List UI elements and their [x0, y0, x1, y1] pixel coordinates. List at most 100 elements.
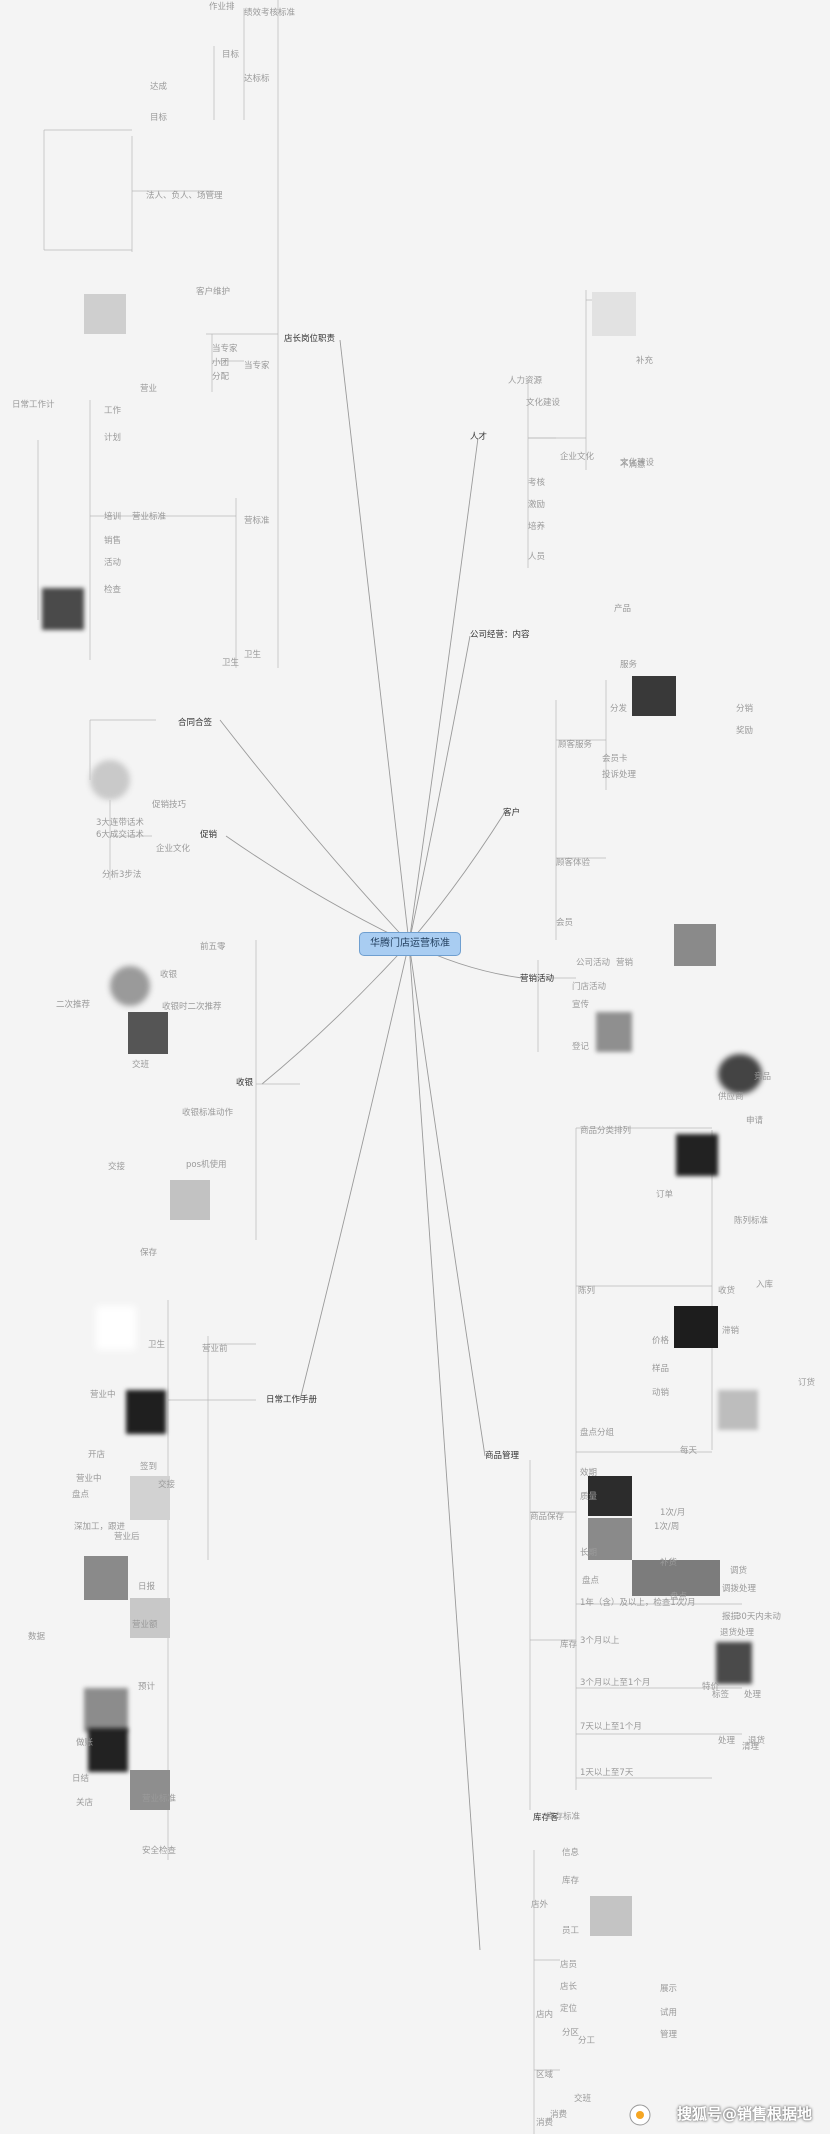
branch-marketing[interactable]: 营销活动 [520, 974, 555, 984]
branch-curve [408, 437, 479, 944]
node-label: 门店活动 [572, 982, 607, 992]
node-label: 1天以上至7天 [580, 1768, 634, 1778]
node-label: 开店 [88, 1450, 106, 1460]
node-label: 报损 [722, 1612, 740, 1622]
node-label: 定位 [560, 2004, 578, 2014]
blur-block [128, 1012, 168, 1054]
node-label: 信息 [562, 1848, 580, 1858]
node-label: 分工 [578, 2036, 596, 2046]
node-label: 1次/周 [654, 1522, 680, 1532]
node-label: 标签 [712, 1690, 730, 1700]
branch-company_culture[interactable]: 公司经营：内容 [470, 630, 530, 640]
blur-block [590, 1896, 632, 1936]
sohu-logo-icon [628, 2103, 652, 2127]
node-label: 卫生 [244, 650, 262, 660]
node-label: 数据 [28, 1632, 46, 1642]
node-label: 库存 [562, 1876, 580, 1886]
node-label: 企业文化 [560, 452, 595, 462]
branch-manager_duties[interactable]: 店长岗位职责 [284, 334, 336, 344]
node-label: 小团 [212, 358, 230, 368]
node-label: 交接 [158, 1480, 176, 1490]
watermark-text: 搜狐号@销售根据地 [676, 2105, 812, 2123]
blur-block [88, 1728, 128, 1772]
node-label: 盘点分组 [580, 1428, 615, 1438]
node-label: 长期 [580, 1548, 598, 1558]
node-label: 销售 [104, 536, 122, 546]
central-topic[interactable]: 华腾门店运营标准 [359, 932, 461, 956]
node-label: 分发 [610, 704, 628, 714]
node-label: 盘点 [72, 1490, 90, 1500]
node-label: 店员 [560, 1960, 578, 1970]
node-label: 分区 [562, 2028, 580, 2038]
node-label: 店内 [536, 2010, 554, 2020]
node-label: 投诉处理 [602, 770, 637, 780]
branch-cooperation[interactable]: 合同合签 [178, 718, 213, 728]
node-label: 3大连带话术 [96, 818, 144, 828]
node-label: 价格 [652, 1336, 670, 1346]
node-label: 二次推荐 [56, 1000, 91, 1010]
blur-block [130, 1598, 170, 1638]
node-label: 工作 [104, 406, 122, 416]
node-label: 1年（含）及以上，检查1次/月 [580, 1598, 696, 1608]
node-label: 收银时二次推荐 [162, 1002, 222, 1012]
blur-block [592, 292, 636, 336]
branch-stock[interactable]: 库存客 [533, 1813, 559, 1823]
node-label: 顾客体验 [556, 858, 591, 868]
node-label: 文化建设 [620, 458, 655, 468]
node-label: 店长 [560, 1982, 578, 1992]
branch-people[interactable]: 人才 [470, 432, 488, 442]
node-label: 促销技巧 [152, 800, 187, 810]
node-label: 人力资源 [508, 376, 543, 386]
node-label: 交接 [108, 1162, 126, 1172]
node-label: 订货 [798, 1378, 816, 1388]
blur-block [110, 966, 150, 1006]
node-label: 库存 [560, 1640, 578, 1650]
node-label: 卫生 [148, 1340, 166, 1350]
node-label: 达成 [150, 82, 168, 92]
branch-customer[interactable]: 客户 [503, 808, 521, 818]
node-label: 培训 [104, 512, 122, 522]
node-label: 展示 [660, 1984, 678, 1994]
node-label: 30天内未动 [736, 1612, 781, 1622]
blur-block [674, 924, 716, 966]
node-label: 1次/月 [660, 1508, 686, 1518]
branch-curve [408, 811, 506, 944]
node-label: 管理 [660, 2030, 678, 2040]
blur-block [90, 760, 130, 800]
node-label: 营业标准 [132, 512, 167, 522]
branch-daily_work[interactable]: 日常工作手册 [266, 1395, 318, 1405]
node-label: 员工 [562, 1926, 580, 1936]
node-label: 分析3步法 [102, 870, 142, 880]
branch-cashier[interactable]: 收银 [236, 1078, 254, 1088]
node-label: 退货处理 [720, 1628, 755, 1638]
node-label: 营标准 [244, 516, 270, 526]
node-label: 收银 [160, 970, 178, 980]
node-label: 分销 [736, 704, 754, 714]
node-label: 营业中 [90, 1390, 116, 1400]
node-label: 营业前 [202, 1344, 228, 1354]
blur-block [170, 1180, 210, 1220]
node-label: 营业中 [76, 1474, 102, 1484]
node-label: 日报 [138, 1582, 156, 1592]
node-label: 日常工作计 [12, 400, 55, 410]
node-label: 深加工，跟进 [74, 1522, 126, 1532]
node-label: 营业后 [114, 1532, 140, 1542]
node-label: 法人、负人、场管理 [146, 191, 223, 201]
blur-block [632, 676, 676, 716]
node-label: 6大成交话术 [96, 830, 144, 840]
branch-goods_mgmt[interactable]: 商品管理 [485, 1451, 520, 1461]
node-label: 客户维护 [196, 287, 231, 297]
node-label: 消费 [536, 2118, 554, 2128]
node-label: 前五零 [200, 942, 226, 952]
node-label: 日结 [72, 1774, 90, 1784]
node-label: 试用 [660, 2008, 678, 2018]
node-label: 清理 [742, 1742, 760, 1752]
node-label: 店外 [531, 1900, 549, 1910]
node-label: 3个月以上至1个月 [580, 1678, 651, 1688]
node-label: 7天以上至1个月 [580, 1722, 642, 1732]
node-label: 交班 [132, 1060, 150, 1070]
node-label: 保存 [140, 1248, 158, 1258]
node-label: 文化建设 [526, 398, 561, 408]
branch-sales[interactable]: 促销 [200, 830, 218, 840]
